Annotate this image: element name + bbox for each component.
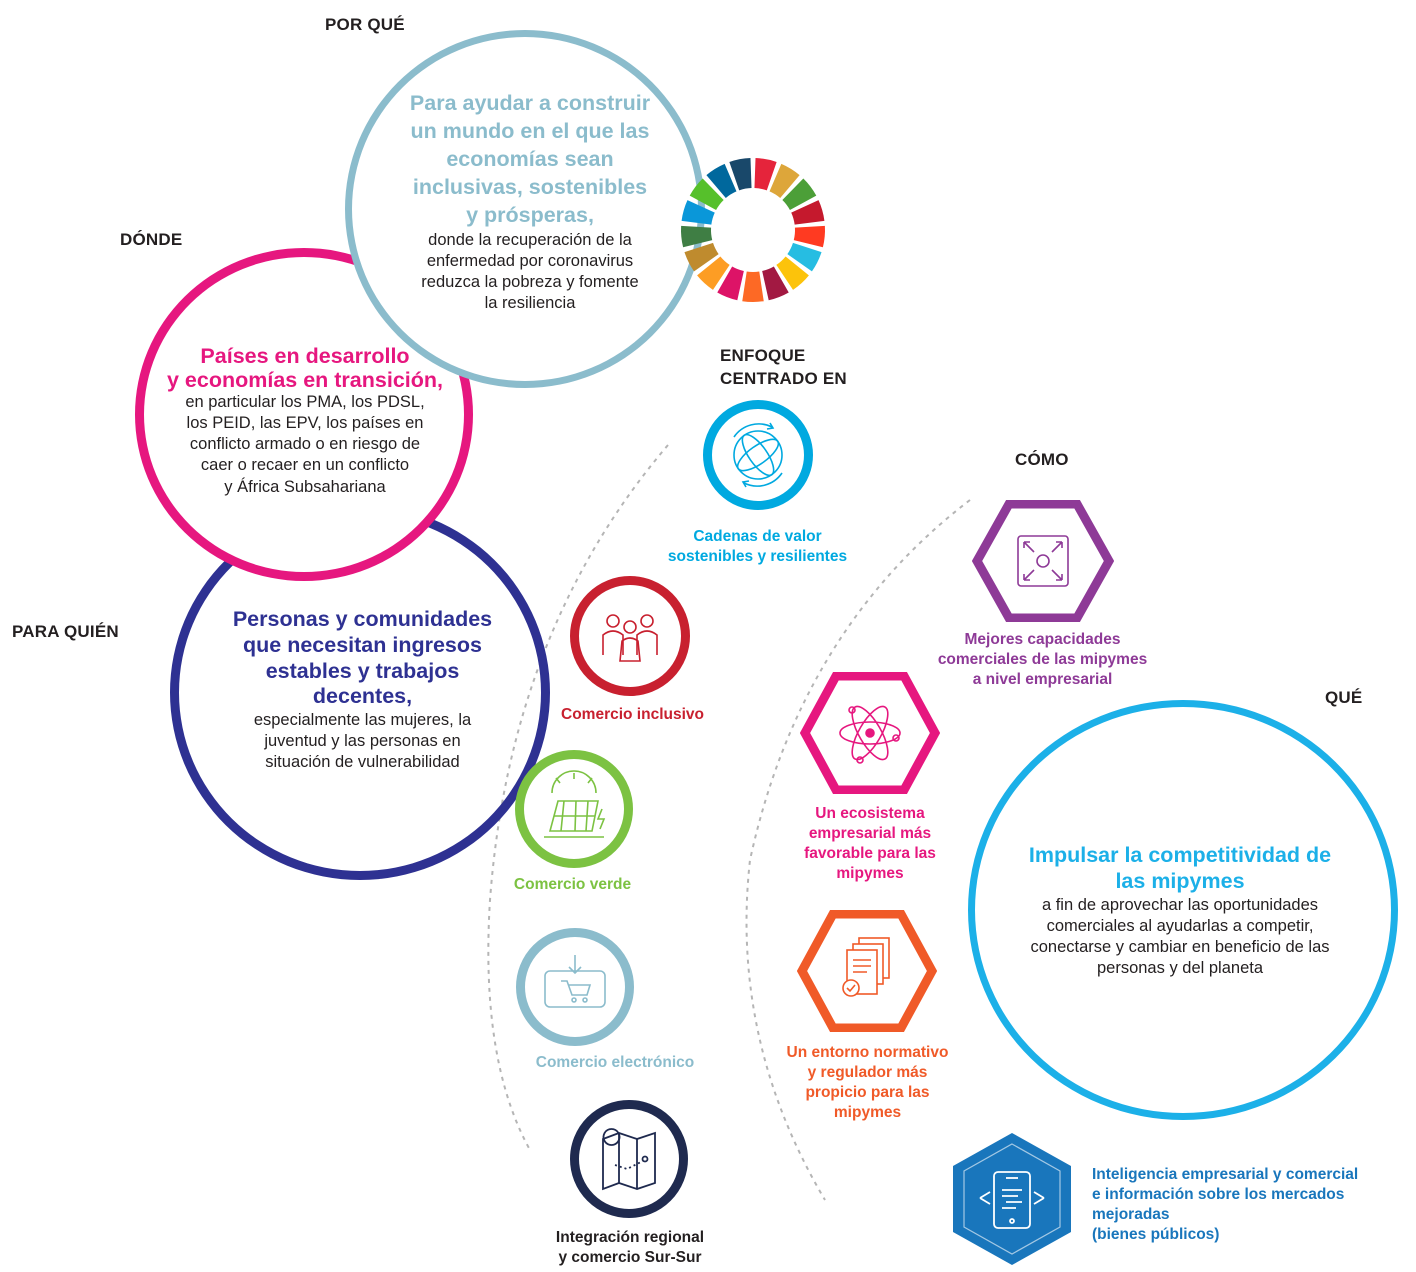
globe-cycle-icon — [703, 400, 813, 510]
sdg-wheel-segment — [776, 256, 809, 290]
que-circle — [968, 700, 1398, 1120]
expand-target-icon — [972, 500, 1114, 622]
header-para-quien: PARA QUIÉN — [12, 622, 119, 641]
que-text: Impulsar la competitividad de las mipyme… — [990, 843, 1370, 979]
sdg-wheel-segment — [793, 225, 825, 248]
header-donde: DÓNDE — [120, 230, 183, 249]
header-enfoque: ENFOQUE CENTRADO EN — [720, 346, 847, 388]
sdg-wheel-segment — [791, 200, 825, 225]
header-que: QUÉ — [1325, 688, 1363, 707]
sdg-wheel-segment — [742, 271, 764, 302]
enfoque-label-electronico: Comercio electrónico — [535, 1054, 695, 1071]
sdg-wheel-segment — [754, 158, 777, 191]
solar-panel-icon — [515, 750, 633, 868]
para-quien-text: Personas y comunidades que necesitan ing… — [190, 607, 535, 774]
sdg-wheel-segment — [717, 266, 744, 301]
enfoque-label-cadenas: Cadenas de valor sostenibles y resilient… — [667, 528, 848, 566]
sdg-wheel-segment — [689, 178, 724, 210]
sdg-wheel-segment — [769, 163, 800, 198]
sdg-wheel-segment — [787, 242, 822, 272]
donde-headline: Países en desarrollo y economías en tran… — [166, 344, 443, 393]
people-group-icon — [570, 576, 690, 696]
sdg-wheel-segment — [729, 158, 752, 191]
header-por-que: POR QUÉ — [325, 15, 405, 34]
enfoque-label-inclusivo: Comercio inclusivo — [561, 706, 704, 723]
como-label-inteligencia: Inteligencia empresarial y comercial e i… — [1092, 1166, 1359, 1244]
que-headline: Impulsar la competitividad de las mipyme… — [1028, 843, 1332, 893]
sdg-wheel-segment — [782, 178, 817, 210]
sdg-wheel-segment — [681, 200, 715, 225]
para-quien-body: especialmente las mujeres, la juventud y… — [253, 711, 472, 772]
map-pin-icon — [570, 1100, 688, 1218]
mobile-cart-icon — [516, 928, 634, 1046]
donde-text: Países en desarrollo y economías en tran… — [150, 344, 460, 498]
sdg-wheel-icon — [681, 158, 825, 302]
como-label-capacidades: Mejores capacidades comerciales de las m… — [937, 631, 1148, 689]
que-body: a fin de aprovechar las oportunidades co… — [1030, 895, 1330, 977]
atom-icon — [800, 672, 940, 794]
sdg-wheel-segment — [762, 266, 789, 301]
dotted-arc-right — [745, 499, 971, 1201]
dotted-arc-left — [487, 444, 669, 1151]
documents-check-icon — [797, 910, 937, 1032]
sdg-wheel-segment — [684, 242, 719, 272]
como-label-ecosistema: Un ecosistema empresarial más favorable … — [804, 805, 936, 883]
sdg-wheel-segment — [706, 163, 737, 198]
como-label-entorno: Un entorno normativo y regulador más pro… — [786, 1044, 949, 1122]
sdg-wheel-segment — [681, 225, 713, 248]
donde-body: en particular los PMA, los PDSL, los PEI… — [185, 393, 425, 496]
sdg-wheel-segment — [697, 256, 730, 290]
enfoque-label-verde: Comercio verde — [513, 876, 632, 893]
por-que-text: Para ayudar a construir un mundo en el q… — [385, 90, 675, 314]
por-que-headline: Para ayudar a construir un mundo en el q… — [409, 91, 651, 227]
para-quien-headline: Personas y comunidades que necesitan ing… — [232, 607, 493, 709]
header-como: CÓMO — [1015, 450, 1069, 469]
enfoque-label-regional: Integración regional y comercio Sur-Sur — [555, 1229, 705, 1267]
por-que-body: donde la recuperación de la enfermedad p… — [421, 230, 639, 313]
mobile-data-icon — [950, 1130, 1074, 1268]
